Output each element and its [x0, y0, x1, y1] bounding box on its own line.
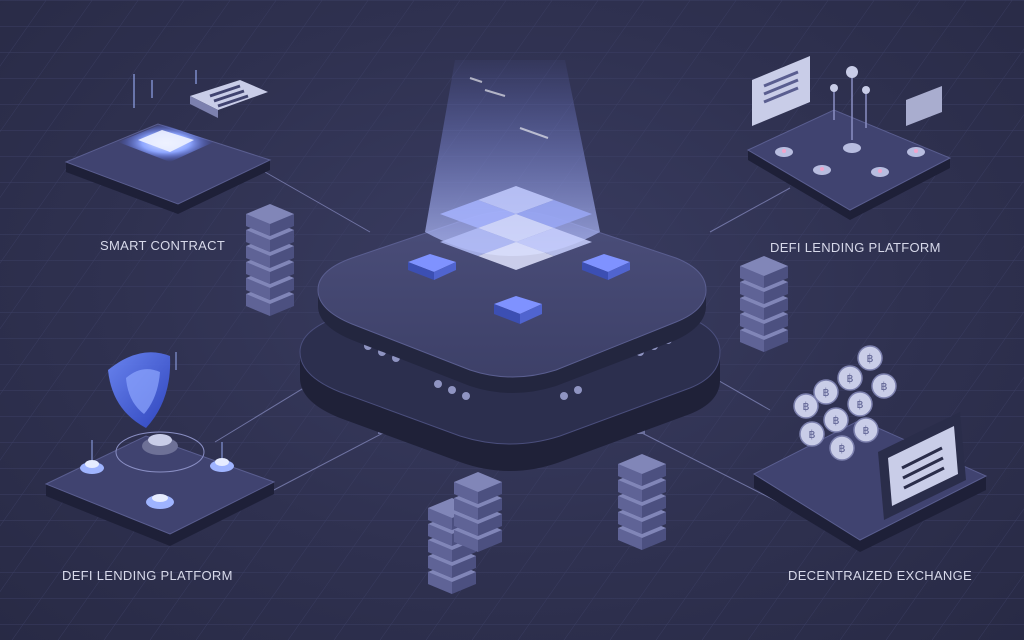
coin-icon — [857, 345, 883, 371]
server-stack-icon — [618, 454, 666, 550]
coin-symbol-icon: ฿ — [803, 400, 810, 413]
coin-icon — [853, 417, 879, 443]
server-stack-icon — [454, 472, 502, 552]
coin-symbol-icon: ฿ — [881, 380, 888, 393]
coin-icon — [829, 435, 855, 461]
node-icons — [80, 458, 234, 509]
beam-streaks — [469, 77, 549, 139]
network-nodes — [833, 74, 867, 140]
defi-lending-module-top — [746, 56, 952, 220]
decentralized-exchange-module: ฿฿฿฿฿฿฿฿฿฿ — [752, 345, 988, 552]
server-stacks — [246, 204, 788, 594]
coin-icon — [823, 407, 849, 433]
orbit-ring — [115, 431, 205, 473]
server-stack-icon — [246, 204, 294, 316]
coin-symbol-icon: ฿ — [867, 352, 874, 365]
connector-line — [264, 171, 371, 233]
smart-contract-module — [64, 70, 272, 214]
glowing-tiles — [440, 186, 592, 270]
coin-icon — [813, 379, 839, 405]
coin-symbol-icon: ฿ — [839, 442, 846, 455]
screen-icon — [906, 86, 942, 126]
coin-symbol-icon: ฿ — [809, 428, 816, 441]
coin-icon — [871, 373, 897, 399]
platform-blocks — [408, 254, 630, 324]
coin-symbol-icon: ฿ — [847, 372, 854, 385]
connector-line — [709, 187, 791, 233]
central-platform — [299, 60, 721, 471]
label-smart-contract: SMART CONTRACT — [100, 238, 226, 253]
coin-symbol-icon: ฿ — [823, 386, 830, 399]
connector-line — [269, 431, 386, 493]
defi-lending-module-bottom — [44, 352, 276, 546]
server-stack-icon — [740, 256, 788, 352]
coin-symbol-icon: ฿ — [863, 424, 870, 437]
label-defi-lending-bottom: DEFI LENDING PLATFORM — [62, 568, 233, 583]
label-decentralized-exchange: DECENTRAIZED EXCHANGE — [788, 568, 972, 583]
connector-line — [639, 431, 791, 509]
coin-icon — [837, 365, 863, 391]
label-defi-lending-top: DEFI LENDING PLATFORM — [770, 240, 941, 255]
coin-icon — [799, 421, 825, 447]
coin-symbol-icon: ฿ — [833, 414, 840, 427]
coin-icon — [847, 391, 873, 417]
coin-icon — [793, 393, 819, 419]
connector-lines — [214, 171, 791, 509]
coin-stack: ฿฿฿฿฿฿฿฿฿฿ — [793, 345, 897, 461]
coin-symbol-icon: ฿ — [857, 398, 864, 411]
